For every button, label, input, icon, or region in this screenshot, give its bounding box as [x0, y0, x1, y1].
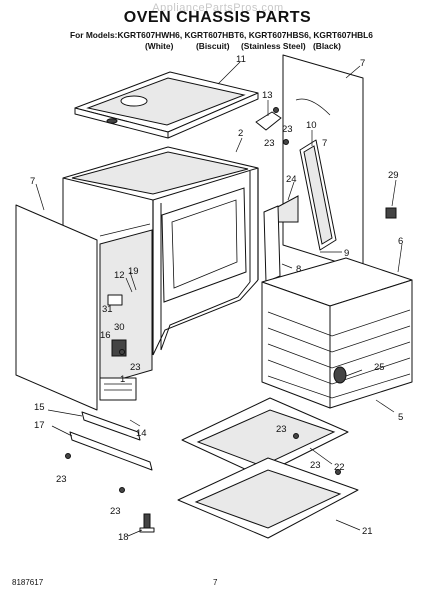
page-title: OVEN CHASSIS PARTS: [123, 9, 312, 26]
callout-7-b: 7: [322, 138, 327, 149]
trim-part-15[interactable]: [81, 411, 141, 441]
callout-18: 18: [118, 532, 129, 543]
document-number: 8187617: [12, 578, 44, 587]
color-stainless: (Stainless Steel): [241, 41, 306, 51]
callout-31: 31: [102, 304, 113, 315]
callout-16: 16: [100, 330, 111, 341]
callout-17: 17: [34, 420, 45, 431]
callout-7-rear: 7: [360, 58, 365, 69]
callout-9: 9: [344, 248, 349, 259]
side-panel-left-part-7[interactable]: [15, 204, 98, 411]
watermark: AppliancePartsPros.com: [152, 2, 284, 14]
callout-13: 13: [262, 90, 273, 101]
callout-23-d: 23: [56, 474, 67, 485]
bracket-part-13[interactable]: [255, 111, 282, 131]
callout-23-a: 23: [282, 124, 293, 135]
screw-icons: [65, 107, 341, 493]
callout-23-g: 23: [110, 506, 121, 517]
callout-25: 25: [374, 362, 385, 373]
oven-liner-part-6[interactable]: [261, 257, 413, 409]
callout-2: 2: [238, 128, 243, 139]
callout-23-f: 23: [310, 460, 321, 471]
sensor-part-29[interactable]: [385, 207, 397, 219]
floor-panel-part-22[interactable]: [181, 397, 349, 477]
color-white: (White): [145, 41, 174, 51]
leveling-leg-part-18[interactable]: [139, 513, 155, 533]
callout-23-b: 23: [264, 138, 275, 149]
bracket-part-8[interactable]: [263, 205, 281, 283]
trim-part-17[interactable]: [69, 431, 153, 471]
top-panel-part-11[interactable]: [74, 71, 259, 139]
callout-29: 29: [388, 170, 399, 181]
callout-5: 5: [398, 412, 403, 423]
callout-11: 11: [236, 54, 246, 65]
color-biscuit: (Biscuit): [196, 41, 230, 51]
callout-7-left: 7: [30, 176, 35, 187]
callout-1: 1: [120, 374, 125, 385]
leader-lines: [35, 61, 403, 537]
color-black: (Black): [313, 41, 341, 51]
callout-22: 22: [334, 462, 345, 473]
callout-8: 8: [296, 264, 301, 275]
drawer-tray-part-21[interactable]: [177, 457, 359, 539]
vent-duct-part-10[interactable]: [299, 139, 337, 251]
callout-23-e: 23: [276, 424, 287, 435]
callout-labels: 11 7 13 23 2 10 23 7 24 29 7 12 19 9 8 6…: [30, 54, 403, 543]
page-number: 7: [213, 578, 218, 587]
callout-14: 14: [136, 428, 147, 439]
callout-19: 19: [128, 266, 139, 277]
callout-24: 24: [286, 174, 297, 185]
callout-23-c: 23: [130, 362, 141, 373]
callout-10: 10: [306, 120, 317, 131]
callout-30: 30: [114, 322, 125, 333]
model-list: For Models:KGRT607HWH6, KGRT607HBT6, KGR…: [70, 30, 373, 40]
callout-21: 21: [362, 526, 373, 537]
oven-frame-part-2[interactable]: [62, 146, 259, 401]
callout-15: 15: [34, 402, 45, 413]
callout-6: 6: [398, 236, 403, 247]
callout-12: 12: [114, 270, 125, 281]
